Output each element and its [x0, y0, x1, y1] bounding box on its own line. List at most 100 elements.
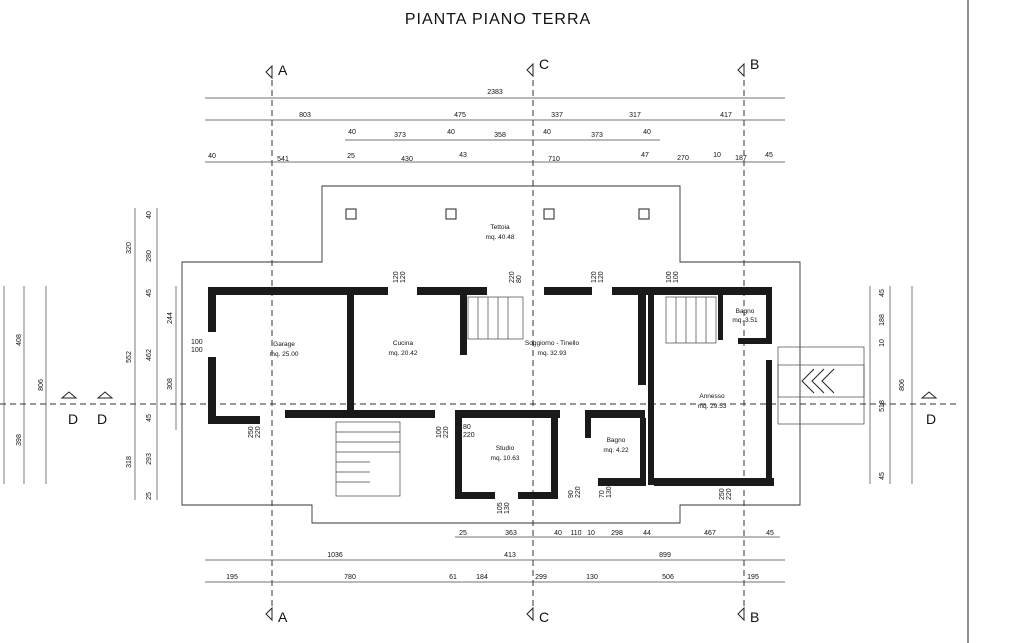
- svg-text:806: 806: [38, 379, 45, 391]
- svg-text:10: 10: [879, 339, 886, 347]
- svg-text:780: 780: [344, 574, 356, 581]
- section-marker-a-bottom: A: [265, 606, 288, 625]
- svg-text:Annesso: Annesso: [699, 393, 725, 400]
- svg-text:120: 120: [591, 271, 598, 283]
- svg-text:188: 188: [879, 314, 886, 326]
- svg-text:120: 120: [393, 271, 400, 283]
- svg-text:184: 184: [476, 574, 488, 581]
- svg-text:280: 280: [146, 250, 153, 262]
- stair-annex: [665, 296, 717, 344]
- svg-text:61: 61: [449, 574, 457, 581]
- bottom-dimensions: 25 363 40 110 10 298 44 467 45 1036 413 …: [226, 530, 774, 581]
- bottom-dimension-lines: [205, 536, 785, 583]
- section-marker-b-top: B: [737, 56, 759, 78]
- room-tettoia: Tettoia mq. 40.48: [486, 224, 515, 241]
- stair-exterior: [335, 421, 401, 497]
- svg-text:462: 462: [146, 349, 153, 361]
- svg-text:mq. 29.53: mq. 29.53: [698, 403, 727, 410]
- svg-text:40: 40: [554, 530, 562, 537]
- svg-text:B: B: [750, 56, 759, 72]
- svg-text:358: 358: [494, 132, 506, 139]
- svg-text:80: 80: [516, 275, 523, 283]
- section-marker-d-left-2: D: [96, 391, 114, 427]
- svg-text:130: 130: [504, 502, 511, 514]
- svg-text:25: 25: [347, 153, 355, 160]
- svg-text:25: 25: [459, 530, 467, 537]
- room-bagno: Bagno mq. 4.22: [603, 437, 629, 454]
- room-bagno-annex: Bagno mq. 3.51: [732, 308, 758, 324]
- svg-text:430: 430: [401, 156, 413, 163]
- svg-text:299: 299: [535, 574, 547, 581]
- roof-outline: [181, 185, 801, 524]
- section-marker-d-left-1: D: [60, 391, 78, 427]
- svg-text:195: 195: [226, 574, 238, 581]
- svg-text:40: 40: [348, 129, 356, 136]
- svg-text:B: B: [750, 609, 759, 625]
- svg-text:220: 220: [463, 432, 475, 439]
- svg-text:100: 100: [191, 347, 203, 354]
- svg-text:518: 518: [879, 400, 886, 412]
- svg-text:506: 506: [662, 574, 674, 581]
- svg-text:105: 105: [497, 502, 504, 514]
- svg-text:130: 130: [586, 574, 598, 581]
- svg-text:475: 475: [454, 112, 466, 119]
- svg-text:mq. 25.00: mq. 25.00: [270, 351, 299, 358]
- section-marker-c-top: C: [526, 56, 549, 78]
- svg-text:40: 40: [146, 211, 153, 219]
- svg-text:100: 100: [436, 426, 443, 438]
- svg-text:337: 337: [551, 112, 563, 119]
- svg-text:80: 80: [463, 424, 471, 431]
- svg-text:Cucina: Cucina: [393, 340, 414, 347]
- svg-text:45: 45: [146, 289, 153, 297]
- svg-text:47: 47: [641, 152, 649, 159]
- room-garage: Garage mq. 25.00: [270, 341, 299, 358]
- section-marker-c-bottom: C: [526, 606, 549, 625]
- room-cucina: Cucina mq. 20.42: [389, 340, 418, 357]
- svg-text:D: D: [926, 411, 936, 427]
- top-dimensions: 2383 803 475 337 317 417 40 373 40 358 4…: [208, 89, 773, 163]
- section-marker-d-right: D: [920, 391, 938, 427]
- svg-text:806: 806: [899, 379, 906, 391]
- section-marker-a-top: A: [265, 62, 288, 80]
- left-dimension-lines: [3, 208, 177, 500]
- svg-text:D: D: [97, 411, 107, 427]
- right-dimension-lines: [869, 286, 913, 484]
- svg-text:Bagno: Bagno: [607, 437, 626, 444]
- svg-text:C: C: [539, 56, 549, 72]
- svg-text:244: 244: [167, 312, 174, 324]
- svg-text:552: 552: [126, 351, 133, 363]
- svg-text:45: 45: [146, 414, 153, 422]
- svg-text:803: 803: [299, 112, 311, 119]
- svg-text:413: 413: [504, 552, 516, 559]
- svg-text:Tettoia: Tettoia: [490, 224, 510, 231]
- svg-text:220: 220: [726, 488, 733, 500]
- svg-text:220: 220: [509, 271, 516, 283]
- svg-text:A: A: [278, 609, 288, 625]
- svg-text:130: 130: [606, 486, 613, 498]
- svg-text:250: 250: [719, 488, 726, 500]
- svg-text:293: 293: [146, 453, 153, 465]
- svg-text:220: 220: [443, 426, 450, 438]
- svg-text:Soggiorno - Tinello: Soggiorno - Tinello: [525, 340, 580, 347]
- svg-text:mq. 40.48: mq. 40.48: [486, 234, 515, 241]
- svg-text:318: 318: [126, 456, 133, 468]
- svg-text:C: C: [539, 609, 549, 625]
- svg-text:45: 45: [879, 472, 886, 480]
- svg-text:44: 44: [643, 530, 651, 537]
- svg-text:120: 120: [598, 271, 605, 283]
- top-dimension-lines: [205, 97, 785, 163]
- svg-text:120: 120: [400, 271, 407, 283]
- opening-dimensions: 120 120 220 80 120 120 100 100 100 100 2…: [191, 271, 733, 514]
- entrance-ramp: [777, 346, 865, 425]
- svg-text:Studio: Studio: [496, 445, 515, 452]
- svg-text:25: 25: [146, 492, 153, 500]
- svg-text:43: 43: [459, 152, 467, 159]
- svg-text:A: A: [278, 62, 288, 78]
- svg-text:398: 398: [16, 434, 23, 446]
- svg-text:10: 10: [713, 152, 721, 159]
- room-annesso: Annesso mq. 29.53: [698, 393, 727, 410]
- svg-text:mq. 4.22: mq. 4.22: [603, 447, 629, 454]
- svg-text:40: 40: [208, 153, 216, 160]
- svg-text:mq. 10.63: mq. 10.63: [491, 455, 520, 462]
